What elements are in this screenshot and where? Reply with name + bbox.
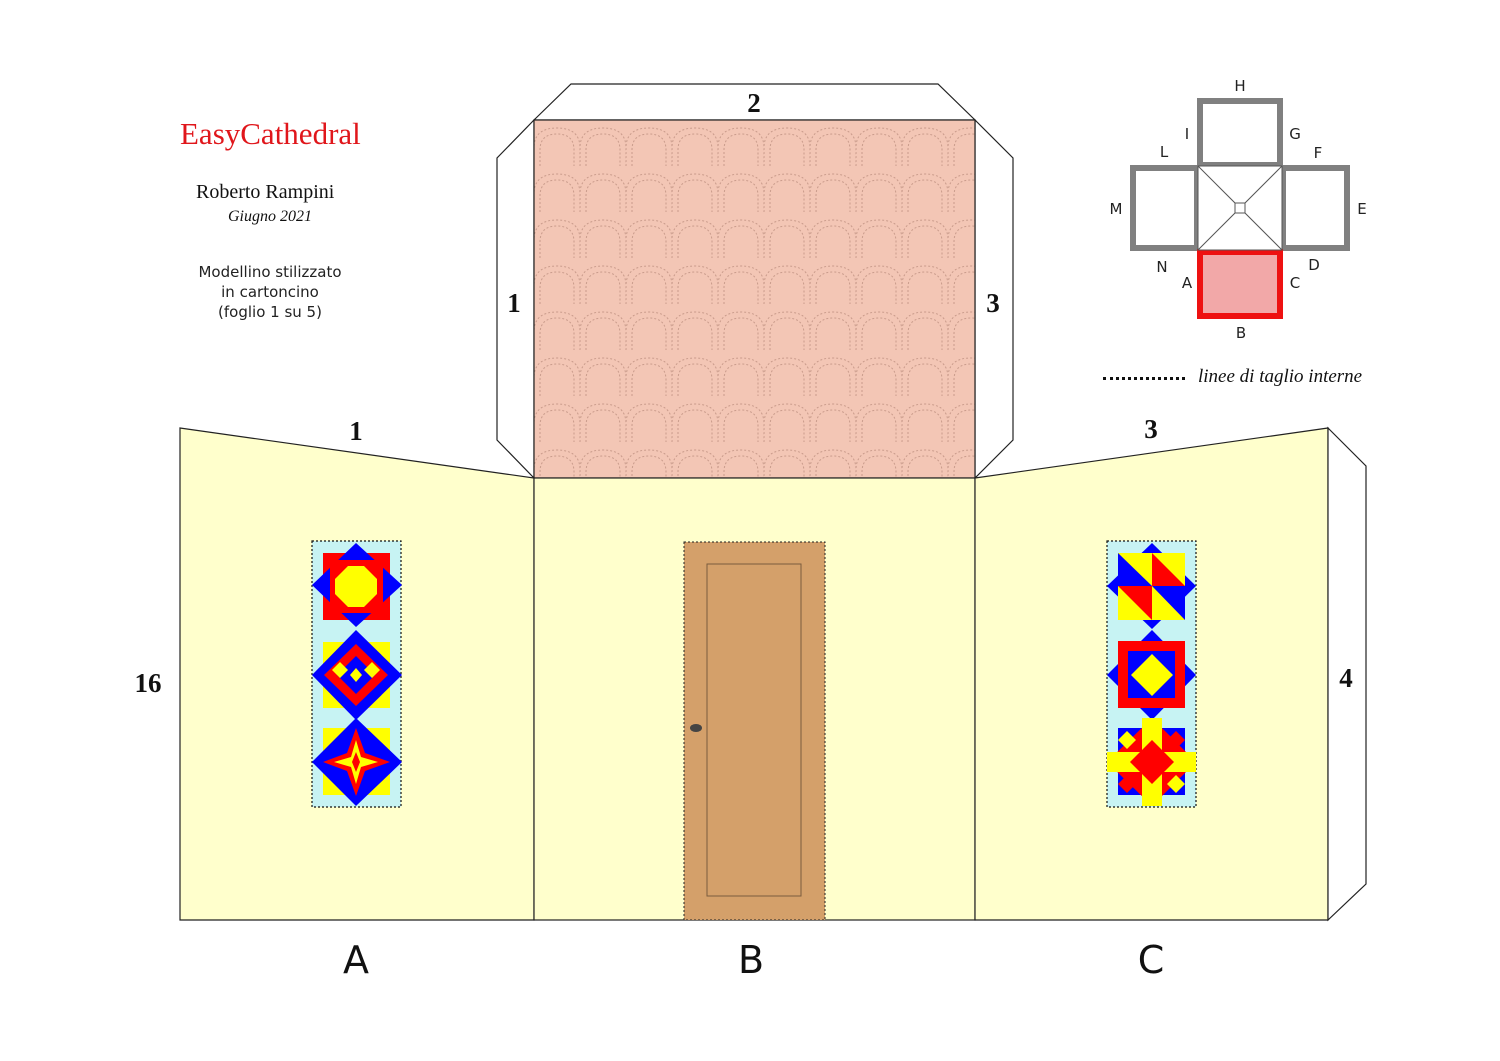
- plan-label-c: C: [1290, 274, 1300, 292]
- author-name: Roberto Rampini: [196, 181, 335, 203]
- door-knob: [690, 724, 702, 732]
- right-glue-tab: [1327, 426, 1367, 922]
- plan-label-h: H: [1234, 77, 1245, 95]
- face-label-a: A: [343, 938, 369, 982]
- tab-number-right-top: 3: [1144, 414, 1158, 444]
- plan-label-b: B: [1236, 324, 1246, 342]
- window-left: [311, 540, 402, 808]
- dotted-cut-line-sample: [1103, 377, 1185, 380]
- roof-tiles: [533, 119, 976, 479]
- brand-title: EasyCathedral: [180, 116, 361, 151]
- plan-label-e: E: [1357, 200, 1366, 218]
- description-line: in cartoncino: [221, 283, 319, 301]
- tab-number-right-side: 4: [1339, 663, 1353, 693]
- description-line: Modellino stilizzato: [198, 263, 342, 281]
- face-label-b: B: [738, 938, 764, 982]
- plan-label-d: D: [1308, 256, 1320, 274]
- door: [683, 541, 826, 921]
- tab-number-roof-right: 3: [986, 288, 1000, 318]
- plan-label-l: L: [1160, 143, 1169, 161]
- plan-label-a: A: [1182, 274, 1193, 292]
- plan-label-f: F: [1314, 144, 1323, 162]
- window-right: [1106, 540, 1197, 808]
- floor-plan: [1130, 98, 1350, 319]
- plan-label-n: N: [1156, 258, 1167, 276]
- tab-number-left-side: 16: [135, 668, 162, 698]
- plan-label-m: M: [1110, 200, 1123, 218]
- tab-number-roof-top: 2: [747, 88, 761, 118]
- description-block: Modellino stilizzato in cartoncino (fogl…: [180, 262, 360, 322]
- description-line: (foglio 1 su 5): [218, 303, 322, 321]
- plan-label-i: I: [1185, 125, 1189, 143]
- date-label: Giugno 2021: [228, 208, 312, 225]
- cut-lines-legend: linee di taglio interne: [1198, 366, 1363, 387]
- tab-number-left-top: 1: [349, 416, 363, 446]
- plan-label-g: G: [1289, 125, 1301, 143]
- face-label-c: C: [1138, 938, 1165, 982]
- door-panel: [706, 563, 802, 897]
- tab-number-roof-left: 1: [507, 288, 521, 318]
